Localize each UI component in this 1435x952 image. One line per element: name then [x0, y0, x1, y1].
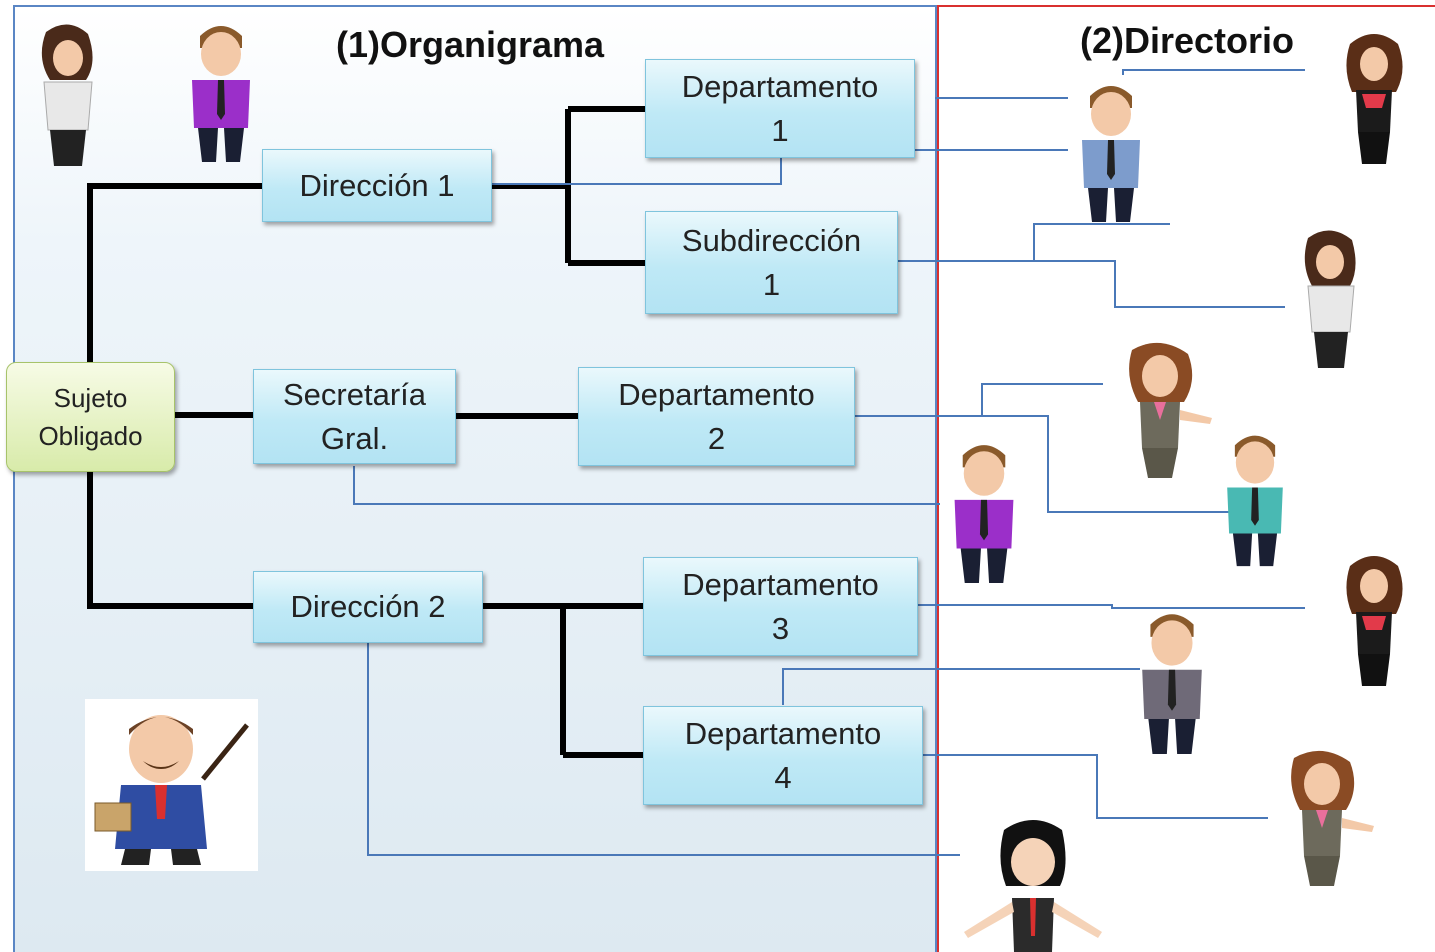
woman-white-blouse-illustration: [41, 24, 93, 166]
root-line1: Sujeto: [53, 383, 128, 413]
depto2-line1: Departamento: [618, 376, 815, 412]
woman-red-top-illustration-2: [1346, 556, 1403, 686]
depto4-line1: Departamento: [684, 715, 882, 751]
subdireccion1-line1: Subdirección: [681, 222, 862, 258]
link-secretaria-person: [353, 466, 940, 505]
link-depto4-a: [782, 668, 1140, 705]
man-teal-shirt-illustration: [1227, 435, 1283, 567]
secretaria-line1: Secretaría: [282, 376, 426, 412]
woman-white-blouse-illustration-2: [1304, 230, 1356, 368]
directory-links: [353, 69, 1305, 856]
depto2-line2: 2: [707, 420, 726, 456]
link-title-person: [1122, 69, 1305, 75]
depto3-line2: 3: [771, 610, 790, 646]
link-subdireccion1-a: [898, 223, 1170, 262]
link-depto2-b: [982, 415, 1242, 513]
man-purple-shirt-illustration-2: [954, 445, 1014, 583]
link-subdireccion1-b: [1034, 260, 1285, 308]
subdireccion-1-node: Subdirección 1: [645, 211, 898, 314]
secretaria-line2: Gral.: [320, 420, 389, 456]
depto1-line1: Departamento: [681, 68, 879, 104]
woman-gray-suit-illustration-1: [1129, 342, 1212, 478]
link-depto2-a: [855, 383, 1103, 417]
teacher-with-pointer-illustration: [85, 699, 258, 871]
direccion-1-node: Dirección 1: [262, 149, 492, 222]
depto4-line2: 4: [774, 759, 792, 795]
subdireccion1-line2: 1: [762, 266, 781, 302]
man-gray-shirt-illustration: [1142, 614, 1202, 754]
secretaria-gral-node: Secretaría Gral.: [253, 369, 456, 464]
organigrama-title: (1)Organigrama: [336, 24, 605, 65]
man-purple-shirt-illustration: [192, 26, 250, 162]
man-blue-shirt-illustration: [1082, 86, 1140, 222]
woman-gray-suit-illustration-2: [1291, 750, 1374, 886]
connector-root-direccion1: [87, 183, 262, 362]
departamento-3-node: Departamento 3: [643, 557, 918, 656]
link-depto3-person: [918, 604, 1305, 609]
root-line2: Obligado: [38, 421, 143, 451]
hierarchy-connectors: [87, 106, 645, 758]
link-direccion1-person: [492, 149, 1068, 185]
link-depto4-b: [923, 754, 1268, 819]
directorio-title: (2)Directorio: [1080, 20, 1295, 61]
sujeto-obligado-node: Sujeto Obligado: [6, 362, 175, 472]
direccion-2-node: Dirección 2: [253, 571, 483, 643]
depto3-line1: Departamento: [682, 566, 879, 602]
departamento-4-node: Departamento 4: [643, 706, 923, 805]
woman-red-top-illustration-1: [1346, 34, 1403, 164]
departamento-2-node: Departamento 2: [578, 367, 855, 466]
depto1-line2: 1: [771, 112, 789, 148]
link-direccion2-person: [367, 643, 960, 856]
direccion-2-label: Dirección 2: [290, 589, 446, 624]
departamento-1-node: Departamento 1: [645, 59, 915, 158]
woman-black-hair-illustration: [964, 820, 1102, 952]
connector-root-direccion2: [87, 472, 253, 609]
direccion-1-label: Dirección 1: [299, 167, 455, 203]
